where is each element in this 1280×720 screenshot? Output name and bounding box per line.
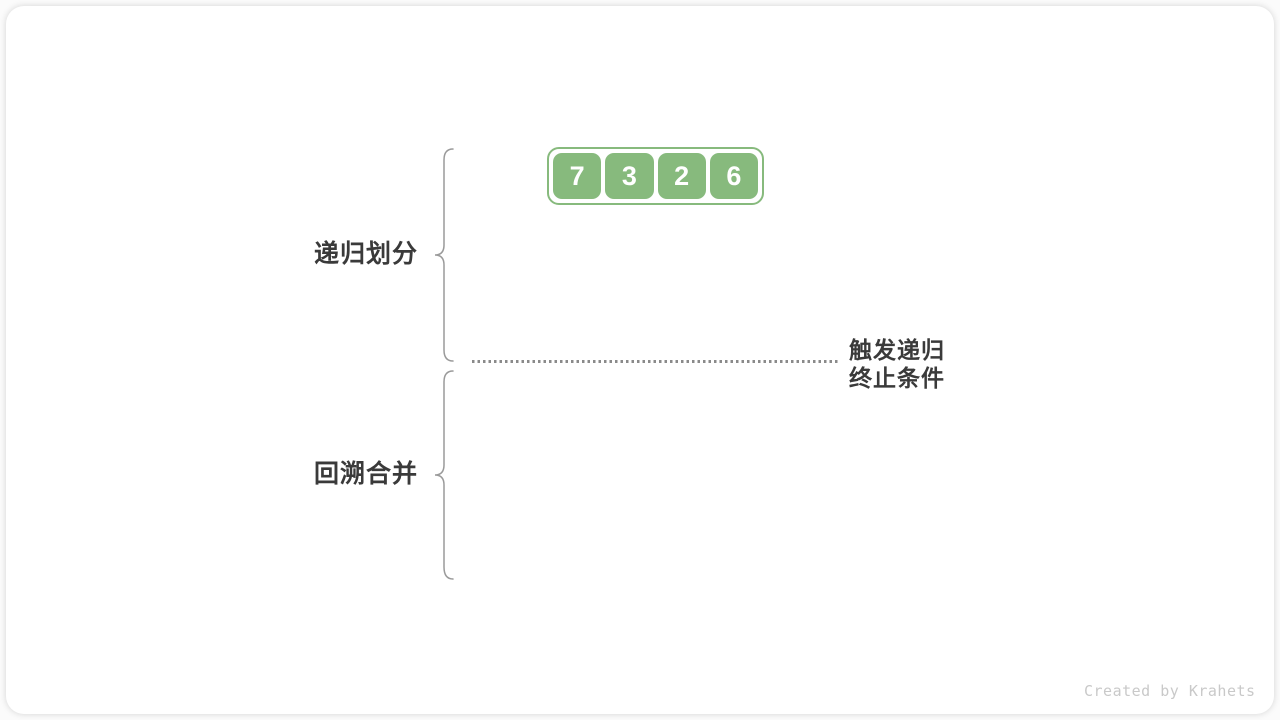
array-cell: 3 xyxy=(605,153,654,199)
array-container: 7 3 2 6 xyxy=(547,147,764,205)
label-recursive-partition: 递归划分 xyxy=(313,240,418,268)
label-backtrack-merge: 回溯合并 xyxy=(313,460,418,488)
watermark-credit: Created by Krahets xyxy=(1084,682,1256,700)
annotation-line-2: 终止条件 xyxy=(849,365,945,391)
figure-card: 7 3 2 6 递归划分 回溯合并 触发递归 终止条件 Created by K… xyxy=(6,6,1274,714)
annotation-termination-condition: 触发递归 终止条件 xyxy=(849,336,945,392)
array-cell: 6 xyxy=(709,153,758,199)
annotation-line-1: 触发递归 xyxy=(849,337,945,363)
curly-brace-partition-icon xyxy=(434,148,454,362)
array-cell: 7 xyxy=(553,153,602,199)
array-cell: 2 xyxy=(657,153,706,199)
curly-brace-merge-icon xyxy=(434,370,454,580)
divider-dotted-line xyxy=(472,360,838,363)
